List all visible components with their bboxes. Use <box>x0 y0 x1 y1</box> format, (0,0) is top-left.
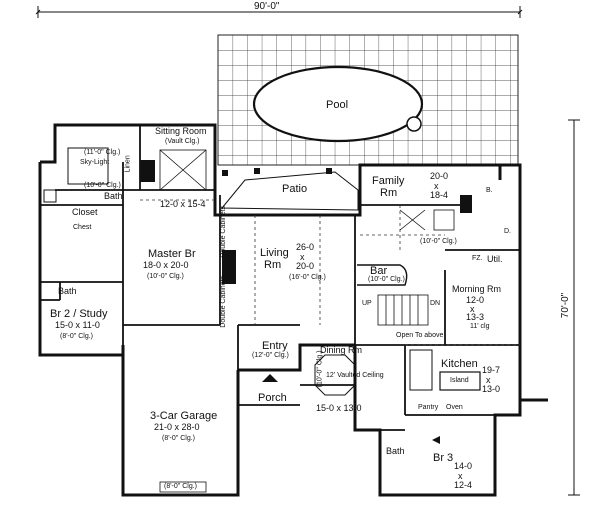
stairs-up-label: UP <box>362 300 372 307</box>
morning-clg: 11' clg <box>470 323 490 330</box>
master-tub <box>67 147 109 185</box>
bar-clg: (10'-0" Clg.) <box>368 276 405 283</box>
kitchen-w: 19-7 <box>482 365 501 375</box>
living-w: 26-0 <box>296 242 315 252</box>
kitchen-island <box>439 371 481 391</box>
br3-label: Br 3 <box>433 452 454 464</box>
patio-roof <box>220 171 359 211</box>
living-clg: (16'-0" Clg.) <box>289 274 326 281</box>
living-label-1: Living <box>260 247 289 259</box>
dining-label: Dining Rm <box>320 345 363 355</box>
island-label: Island <box>450 377 469 384</box>
master-br-label: Master Br <box>148 248 196 260</box>
fz-label: FZ. <box>472 255 483 262</box>
sitting-room-size: 12-0 x 15-4 <box>160 199 206 209</box>
double-cabinets-label-1: Double Cabinets <box>220 205 228 258</box>
bath2-label: Bath <box>58 286 77 296</box>
oven-label: Oven <box>446 404 463 411</box>
br2-size: 15-0 x 11-0 <box>55 320 100 330</box>
garage-note: (8'-0" Clg.) <box>164 483 197 490</box>
dining-clg: (10'-0" Clg.) <box>316 350 324 388</box>
garage-label: 3-Car Garage <box>150 410 218 422</box>
closet-label: Closet <box>72 207 98 217</box>
pool-shape <box>252 65 424 143</box>
master-br-size: 18-0 x 20-0 <box>143 260 189 270</box>
chest-label: Chest <box>73 224 92 231</box>
br3-x: x <box>458 471 463 481</box>
open-to-above: Open To above <box>396 332 444 339</box>
dining-size: 15-0 x 13-0 <box>316 403 362 413</box>
morning-x: x <box>470 304 475 314</box>
br2-label: Br 2 / Study <box>50 308 108 320</box>
util-label: Util. <box>487 254 503 264</box>
stairs-dn-label: DN <box>430 300 441 307</box>
exterior-walls <box>38 123 522 497</box>
living-label-2: Rm <box>264 259 282 271</box>
overall-width-dimension <box>35 6 523 18</box>
garage-size: 21-0 x 28-0 <box>154 422 200 432</box>
entry-arrow <box>262 374 278 382</box>
master-bath-label: Bath <box>104 191 123 201</box>
br3-h: 12-4 <box>454 480 473 490</box>
sitting-room-vault <box>159 149 207 191</box>
master-bath-clg1: (11'-0" Clg.) <box>84 149 121 156</box>
bath-b-label: B. <box>486 187 493 194</box>
dining-vault <box>314 354 356 396</box>
pool-label: Pool <box>326 99 349 111</box>
bar-label: Bar <box>370 265 388 277</box>
garage-clg: (8'-0" Clg.) <box>162 435 195 442</box>
bath3-label: Bath <box>386 446 405 456</box>
sitting-room-clg: (Vault Clg.) <box>165 138 200 145</box>
master-br-clg: (10'-0" Clg.) <box>147 273 184 280</box>
overall-depth-label: 70'-0" <box>560 292 572 319</box>
linen-label: Linen <box>124 155 132 173</box>
living-h: 20-0 <box>296 261 315 271</box>
d-label: D. <box>504 228 511 235</box>
kitchen-label: Kitchen <box>441 358 478 370</box>
morning-label: Morning Rm <box>452 284 502 294</box>
family-label-2: Rm <box>380 187 398 199</box>
br2-clg: (8'-0" Clg.) <box>60 333 93 340</box>
double-cabinets-label-2: Double Cabinets <box>220 275 228 328</box>
family-x: x <box>434 181 439 191</box>
morning-w: 12-0 <box>466 295 485 305</box>
master-bath-clg2: (10'-0" Clg.) <box>84 182 121 189</box>
family-room-ceiling <box>399 209 455 231</box>
family-h: 18-4 <box>430 190 449 200</box>
bar-counter <box>357 264 408 286</box>
patio-label: Patio <box>282 183 308 195</box>
overall-width-label: 90'-0" <box>254 1 280 12</box>
br3-w: 14-0 <box>454 461 473 471</box>
kitchen-h: 13-0 <box>482 384 501 394</box>
overall-depth-dimension <box>568 119 580 496</box>
family-w: 20-0 <box>430 171 449 181</box>
living-x: x <box>300 252 305 262</box>
ceiling-lines <box>140 199 520 346</box>
family-clg: (10'-0" Clg.) <box>420 238 457 245</box>
entry-clg: (12'-0" Clg.) <box>252 352 289 359</box>
fireplaces <box>140 160 472 284</box>
dining-vault-label: 12' Vaulted Ceiling <box>326 372 384 379</box>
porch-label: Porch <box>258 392 287 404</box>
pantry-label: Pantry <box>418 404 439 411</box>
kitchen-x: x <box>486 375 491 385</box>
entry-label: Entry <box>262 340 288 352</box>
stairs <box>377 294 429 326</box>
sitting-room-label: Sitting Room <box>155 126 207 136</box>
family-label-1: Family <box>372 175 405 187</box>
master-bath-skylight: Sky-Light <box>80 159 110 166</box>
morning-h: 13-3 <box>466 312 485 322</box>
